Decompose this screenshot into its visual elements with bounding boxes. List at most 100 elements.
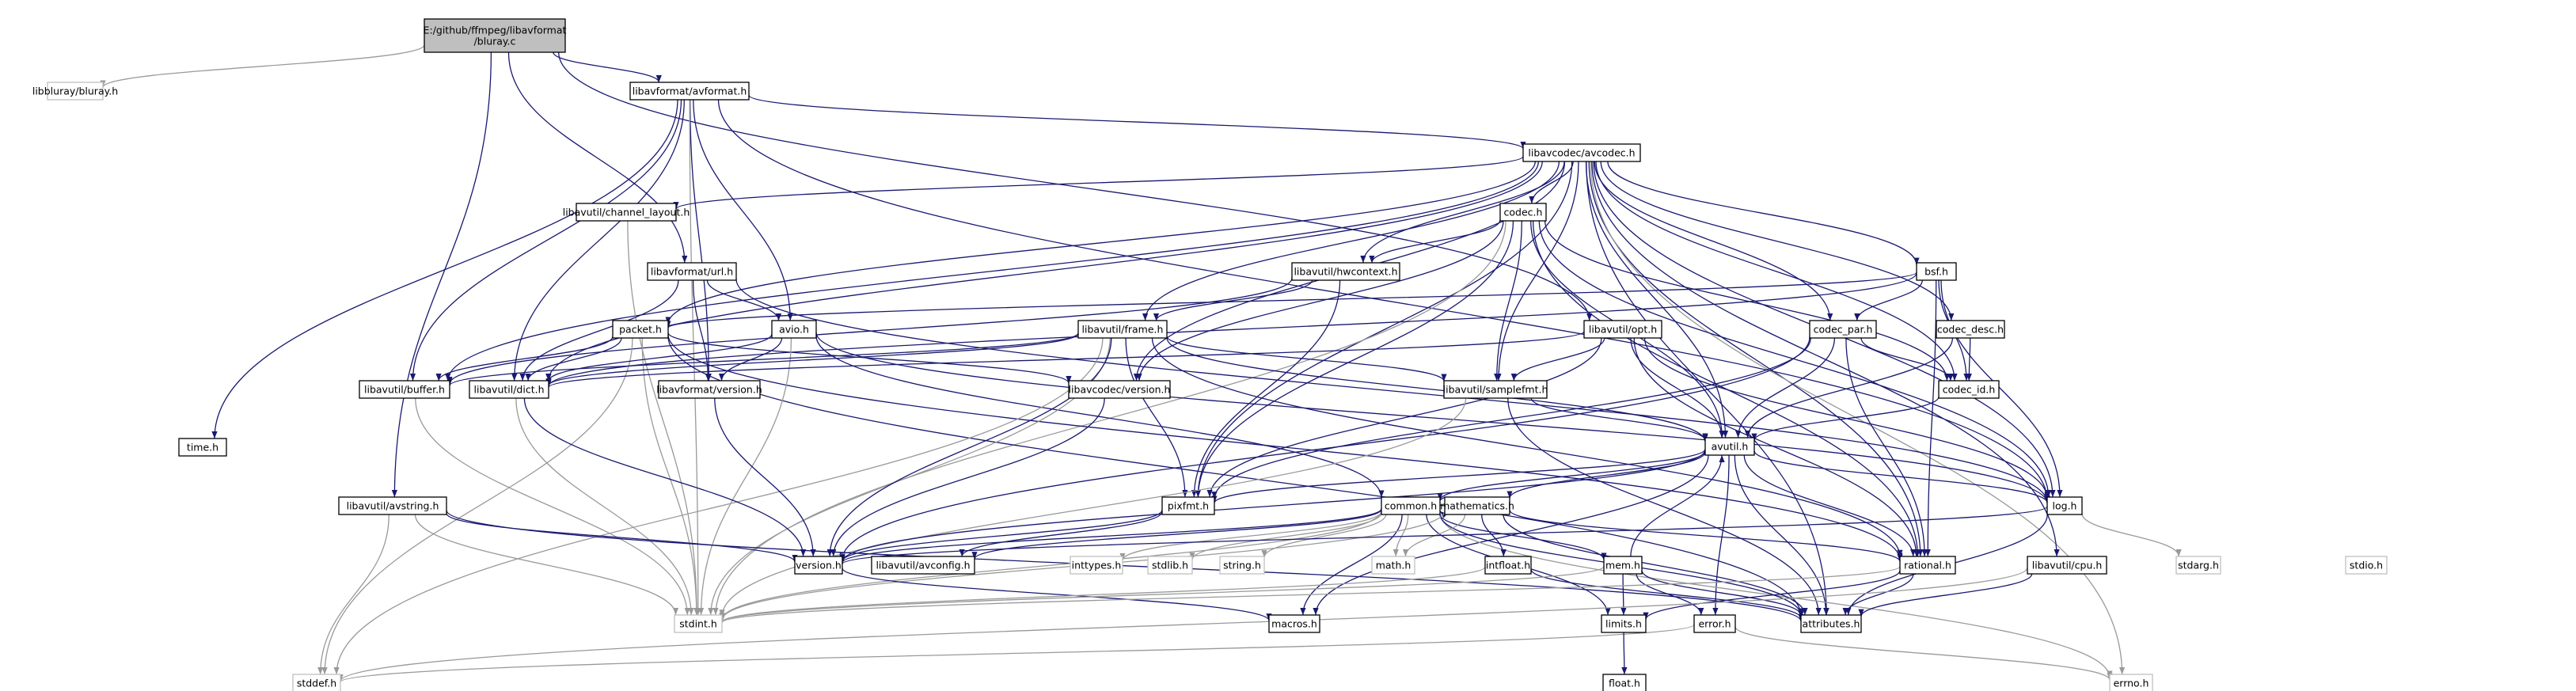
node-libbluray: libbluray/bluray.h bbox=[32, 82, 118, 101]
node-url[interactable]: libavformat/url.h bbox=[647, 262, 737, 281]
edge-url-to-avio bbox=[706, 279, 782, 321]
edge-codec_par-to-rational bbox=[1845, 337, 1928, 557]
node-label: time.h bbox=[187, 442, 218, 454]
node-codec-desc[interactable]: codec_desc.h bbox=[1936, 320, 2005, 339]
node-pixfmt[interactable]: pixfmt.h bbox=[1161, 496, 1215, 515]
edge-pixfmt-to-avconfig bbox=[959, 511, 1163, 557]
edge-frame-to-rational bbox=[1151, 337, 1903, 557]
edge-packet-to-stdint bbox=[641, 337, 700, 616]
node-label: libavutil/opt.h bbox=[1589, 324, 1657, 336]
edge-avformat-to-buffer bbox=[409, 99, 682, 382]
node-opt[interactable]: libavutil/opt.h bbox=[1583, 320, 1662, 339]
node-label: E:/github/ffmpeg/libavformat bbox=[424, 25, 567, 36]
node-errno: errno.h bbox=[2109, 674, 2153, 691]
edge-error-to-stddef bbox=[337, 624, 1695, 683]
node-box bbox=[1443, 380, 1548, 399]
node-box bbox=[1522, 143, 1641, 162]
node-mem[interactable]: mem.h bbox=[1603, 556, 1643, 575]
node-box bbox=[674, 614, 723, 633]
node-box bbox=[658, 380, 761, 399]
node-channel-layout[interactable]: libavutil/channel_layout.h bbox=[563, 203, 690, 222]
edge-bsf-to-packet bbox=[665, 271, 1917, 328]
node-label: intfloat.h bbox=[1486, 560, 1530, 571]
edge-packet-to-buffer bbox=[435, 336, 614, 382]
node-box bbox=[2175, 556, 2221, 575]
node-label: stddef.h bbox=[297, 678, 336, 689]
edge-frame-to-version bbox=[826, 337, 1112, 557]
node-cpu[interactable]: libavutil/cpu.h bbox=[2027, 556, 2107, 575]
edge-codec-to-samplefmt bbox=[1494, 220, 1522, 382]
edge-codec_par-to-avutil bbox=[1735, 337, 1836, 439]
node-label: libavutil/frame.h bbox=[1082, 324, 1164, 336]
node-box bbox=[359, 380, 450, 399]
node-box bbox=[1147, 556, 1193, 575]
node-bsf[interactable]: bsf.h bbox=[1916, 262, 1957, 281]
node-label: mathematics.h bbox=[1440, 500, 1514, 512]
node-intfloat[interactable]: intfloat.h bbox=[1484, 556, 1532, 575]
edge-mathematics-to-rational bbox=[1509, 510, 1903, 562]
node-samplefmt[interactable]: libavutil/samplefmt.h bbox=[1443, 380, 1548, 399]
edge-frame-to-samplefmt bbox=[1166, 336, 1447, 382]
node-log[interactable]: log.h bbox=[2046, 496, 2083, 515]
node-codec-par[interactable]: codec_par.h bbox=[1809, 320, 1877, 339]
edge-avformat-to-log bbox=[717, 99, 2050, 501]
node-avcodec[interactable]: libavcodec/avcodec.h bbox=[1522, 143, 1641, 162]
node-box bbox=[1219, 556, 1265, 575]
node-label: libavutil/avconfig.h bbox=[876, 560, 970, 571]
edge-avutil-to-log bbox=[1753, 450, 2050, 503]
node-label: avutil.h bbox=[1712, 441, 1749, 453]
node-float[interactable]: float.h bbox=[1602, 674, 1647, 691]
node-dict[interactable]: libavutil/dict.h bbox=[469, 380, 549, 399]
edge-frame-to-avutil bbox=[1166, 337, 1708, 442]
node-lavf-version[interactable]: libavformat/version.h bbox=[656, 380, 762, 399]
node-label: stdlib.h bbox=[1152, 560, 1188, 571]
node-hwcontext[interactable]: libavutil/hwcontext.h bbox=[1291, 262, 1400, 281]
edge-mem-to-error bbox=[1636, 573, 1704, 616]
node-avstring[interactable]: libavutil/avstring.h bbox=[338, 496, 447, 515]
node-limits[interactable]: limits.h bbox=[1601, 614, 1647, 633]
node-label: attributes.h bbox=[1803, 618, 1860, 630]
node-mathematics[interactable]: mathematics.h bbox=[1440, 496, 1514, 515]
node-avformat[interactable]: libavformat/avformat.h bbox=[629, 82, 750, 101]
edge-avcodec-to-errno bbox=[1590, 161, 2126, 675]
edge-opt-to-avutil bbox=[1630, 337, 1725, 439]
node-packet[interactable]: packet.h bbox=[612, 320, 669, 339]
edge-intfloat-to-stdint bbox=[719, 566, 1486, 623]
node-codec-id[interactable]: codec_id.h bbox=[1938, 380, 2000, 399]
edge-lavc_version-to-version bbox=[830, 397, 1105, 557]
edge-rational-to-attributes bbox=[1842, 573, 1914, 616]
edge-pixfmt-to-version bbox=[839, 510, 1163, 562]
node-root[interactable]: E:/github/ffmpeg/libavformat/bluray.c bbox=[424, 18, 567, 53]
node-frame[interactable]: libavutil/frame.h bbox=[1077, 320, 1168, 339]
node-attributes[interactable]: attributes.h bbox=[1800, 614, 1862, 633]
node-codec[interactable]: codec.h bbox=[1499, 203, 1547, 222]
edge-hwcontext-to-pixfmt bbox=[1191, 279, 1341, 498]
node-box bbox=[1484, 556, 1532, 575]
edge-common-to-string bbox=[1261, 514, 1387, 558]
node-label: stdio.h bbox=[2350, 560, 2383, 571]
node-rational[interactable]: rational.h bbox=[1899, 556, 1956, 575]
node-avutil[interactable]: avutil.h bbox=[1704, 437, 1755, 456]
node-stddef: stddef.h bbox=[292, 674, 341, 691]
node-label: rational.h bbox=[1904, 560, 1951, 571]
node-avconfig[interactable]: libavutil/avconfig.h bbox=[871, 556, 975, 575]
edge-common-to-macros bbox=[1300, 514, 1403, 616]
edge-packet-to-stddef bbox=[321, 337, 633, 675]
node-version[interactable]: version.h bbox=[794, 556, 843, 575]
node-label: libavutil/hwcontext.h bbox=[1294, 266, 1397, 278]
node-common[interactable]: common.h bbox=[1381, 496, 1441, 515]
node-avio[interactable]: avio.h bbox=[771, 320, 817, 339]
node-box bbox=[1938, 380, 2000, 399]
node-lavc-version[interactable]: libavcodec/version.h bbox=[1068, 380, 1171, 399]
edge-avcodec-to-cpu bbox=[1591, 161, 2060, 557]
edge-common-to-stdlib bbox=[1189, 512, 1382, 560]
node-macros[interactable]: macros.h bbox=[1268, 614, 1320, 633]
node-error[interactable]: error.h bbox=[1693, 614, 1736, 633]
edge-avutil-to-rational bbox=[1743, 454, 1917, 557]
node-box bbox=[1444, 496, 1510, 515]
node-buffer[interactable]: libavutil/buffer.h bbox=[359, 380, 450, 399]
edge-frame-to-pixfmt bbox=[1125, 337, 1188, 498]
edge-avutil-to-version bbox=[839, 449, 1706, 563]
node-time[interactable]: time.h bbox=[178, 438, 227, 457]
edge-mem-to-stdint bbox=[719, 565, 1605, 623]
